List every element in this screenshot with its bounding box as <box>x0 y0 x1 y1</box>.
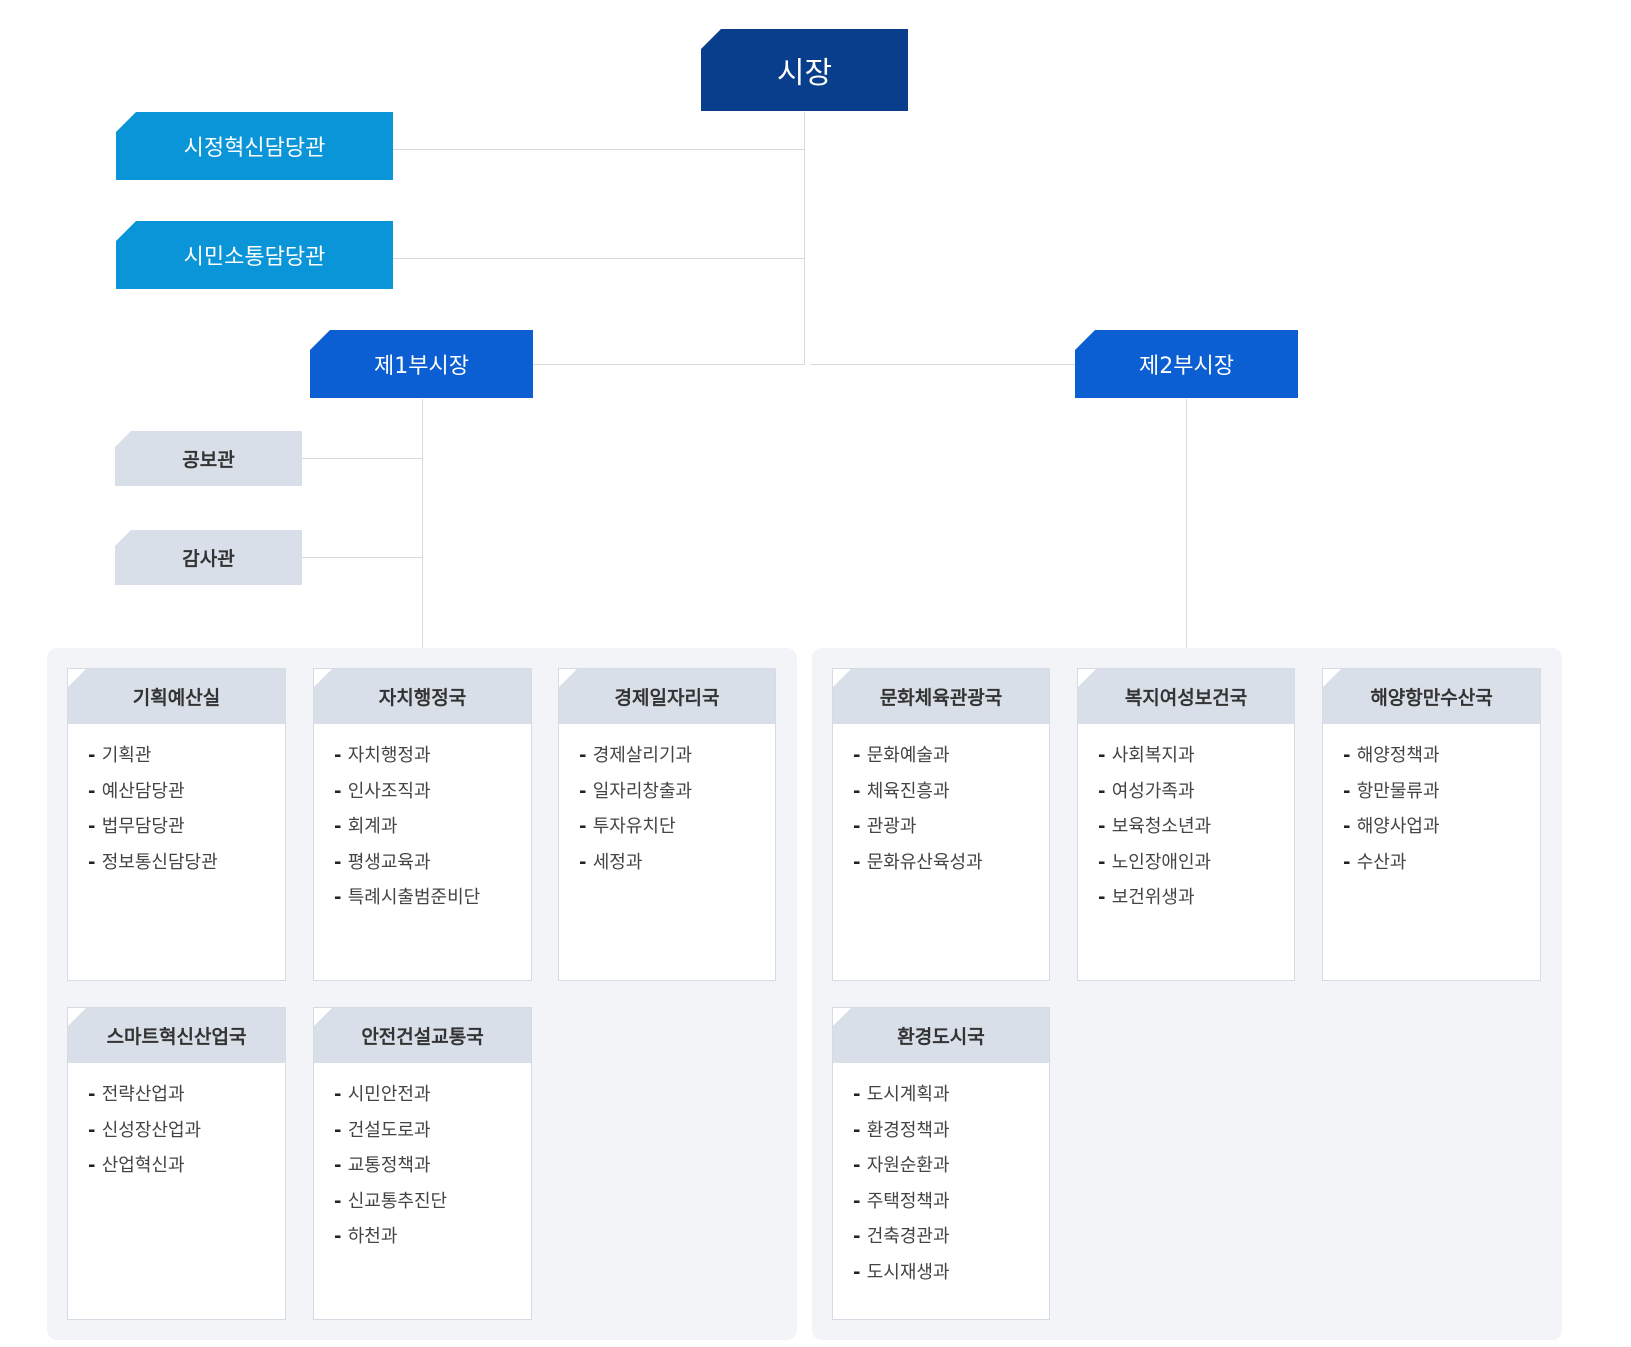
connector-vice-left <box>533 364 804 365</box>
department-item: 세정과 <box>579 845 775 881</box>
department-item: 인사조직과 <box>334 774 531 810</box>
department-item: 도시계획과 <box>853 1077 1049 1113</box>
department-item: 건축경관과 <box>853 1219 1049 1255</box>
aide-box-communication: 시민소통담당관 <box>116 221 393 289</box>
department-item: 건설도로과 <box>334 1113 531 1149</box>
department-item: 특례시출범준비단 <box>334 880 531 916</box>
department-item: 보건위생과 <box>1098 880 1294 916</box>
bureau-card: 자치행정국 자치행정과 인사조직과 회계과 평생교육과 특례시출범준비단 <box>313 668 532 981</box>
connector-vice1-trunk <box>422 399 423 648</box>
department-item: 도시재생과 <box>853 1255 1049 1291</box>
bureau-card: 문화체육관광국 문화예술과 체육진흥과 관광과 문화유산육성과 <box>832 668 1050 981</box>
vice-mayor-2-box: 제2부시장 <box>1075 330 1298 398</box>
bureau-title: 기획예산실 <box>68 669 285 724</box>
office-box-pr: 공보관 <box>115 431 302 486</box>
bureau-title: 문화체육관광국 <box>833 669 1049 724</box>
department-item: 문화유산육성과 <box>853 845 1049 881</box>
bureau-card: 경제일자리국 경제살리기과 일자리창출과 투자유치단 세정과 <box>558 668 776 981</box>
bureau-title: 복지여성보건국 <box>1078 669 1294 724</box>
department-item: 법무담당관 <box>88 809 285 845</box>
department-item: 예산담당관 <box>88 774 285 810</box>
department-item: 하천과 <box>334 1219 531 1255</box>
bureau-title: 스마트혁신산업국 <box>68 1008 285 1063</box>
department-item: 일자리창출과 <box>579 774 775 810</box>
department-item: 회계과 <box>334 809 531 845</box>
bureau-card: 환경도시국 도시계획과 환경정책과 자원순환과 주택정책과 건축경관과 도시재생… <box>832 1007 1050 1320</box>
department-item: 전략산업과 <box>88 1077 285 1113</box>
connector-vice-right <box>810 364 1076 365</box>
department-item: 자치행정과 <box>334 738 531 774</box>
department-item: 자원순환과 <box>853 1148 1049 1184</box>
bureau-card: 해양항만수산국 해양정책과 항만물류과 해양사업과 수산과 <box>1322 668 1541 981</box>
department-list: 도시계획과 환경정책과 자원순환과 주택정책과 건축경관과 도시재생과 <box>833 1063 1049 1290</box>
department-item: 노인장애인과 <box>1098 845 1294 881</box>
department-item: 보육청소년과 <box>1098 809 1294 845</box>
bureau-title: 경제일자리국 <box>559 669 775 724</box>
department-item: 사회복지과 <box>1098 738 1294 774</box>
department-item: 투자유치단 <box>579 809 775 845</box>
department-item: 평생교육과 <box>334 845 531 881</box>
connector-office-2 <box>301 557 422 558</box>
department-list: 전략산업과 신성장산업과 산업혁신과 <box>68 1063 285 1184</box>
department-item: 문화예술과 <box>853 738 1049 774</box>
department-list: 경제살리기과 일자리창출과 투자유치단 세정과 <box>559 724 775 880</box>
bureau-title: 해양항만수산국 <box>1323 669 1540 724</box>
department-list: 해양정책과 항만물류과 해양사업과 수산과 <box>1323 724 1540 880</box>
department-list: 시민안전과 건설도로과 교통정책과 신교통추진단 하천과 <box>314 1063 531 1255</box>
department-item: 시민안전과 <box>334 1077 531 1113</box>
bureau-title: 환경도시국 <box>833 1008 1049 1063</box>
office-box-audit: 감사관 <box>115 530 302 585</box>
connector-aide-1 <box>393 149 804 150</box>
department-item: 해양정책과 <box>1343 738 1540 774</box>
department-item: 교통정책과 <box>334 1148 531 1184</box>
bureau-title: 안전건설교통국 <box>314 1008 531 1063</box>
department-item: 기획관 <box>88 738 285 774</box>
bureau-card: 기획예산실 기획관 예산담당관 법무담당관 정보통신담당관 <box>67 668 286 981</box>
bureau-card: 스마트혁신산업국 전략산업과 신성장산업과 산업혁신과 <box>67 1007 286 1320</box>
connector-aide-2 <box>393 258 804 259</box>
department-item: 수산과 <box>1343 845 1540 881</box>
department-item: 산업혁신과 <box>88 1148 285 1184</box>
department-item: 관광과 <box>853 809 1049 845</box>
mayor-box: 시장 <box>701 29 908 111</box>
department-item: 여성가족과 <box>1098 774 1294 810</box>
department-item: 신성장산업과 <box>88 1113 285 1149</box>
department-item: 환경정책과 <box>853 1113 1049 1149</box>
department-item: 정보통신담당관 <box>88 845 285 881</box>
bureau-card: 안전건설교통국 시민안전과 건설도로과 교통정책과 신교통추진단 하천과 <box>313 1007 532 1320</box>
connector-vice2-trunk <box>1186 399 1187 648</box>
bureau-title: 자치행정국 <box>314 669 531 724</box>
department-list: 기획관 예산담당관 법무담당관 정보통신담당관 <box>68 724 285 880</box>
vice-mayor-1-box: 제1부시장 <box>310 330 533 398</box>
department-item: 신교통추진단 <box>334 1184 531 1220</box>
bureau-card: 복지여성보건국 사회복지과 여성가족과 보육청소년과 노인장애인과 보건위생과 <box>1077 668 1295 981</box>
department-item: 해양사업과 <box>1343 809 1540 845</box>
department-item: 주택정책과 <box>853 1184 1049 1220</box>
department-item: 경제살리기과 <box>579 738 775 774</box>
department-list: 문화예술과 체육진흥과 관광과 문화유산육성과 <box>833 724 1049 880</box>
connector-mayor-trunk <box>804 112 805 365</box>
aide-box-innovation: 시정혁신담당관 <box>116 112 393 180</box>
department-item: 체육진흥과 <box>853 774 1049 810</box>
department-list: 사회복지과 여성가족과 보육청소년과 노인장애인과 보건위생과 <box>1078 724 1294 916</box>
department-list: 자치행정과 인사조직과 회계과 평생교육과 특례시출범준비단 <box>314 724 531 916</box>
department-item: 항만물류과 <box>1343 774 1540 810</box>
connector-office-1 <box>301 458 422 459</box>
